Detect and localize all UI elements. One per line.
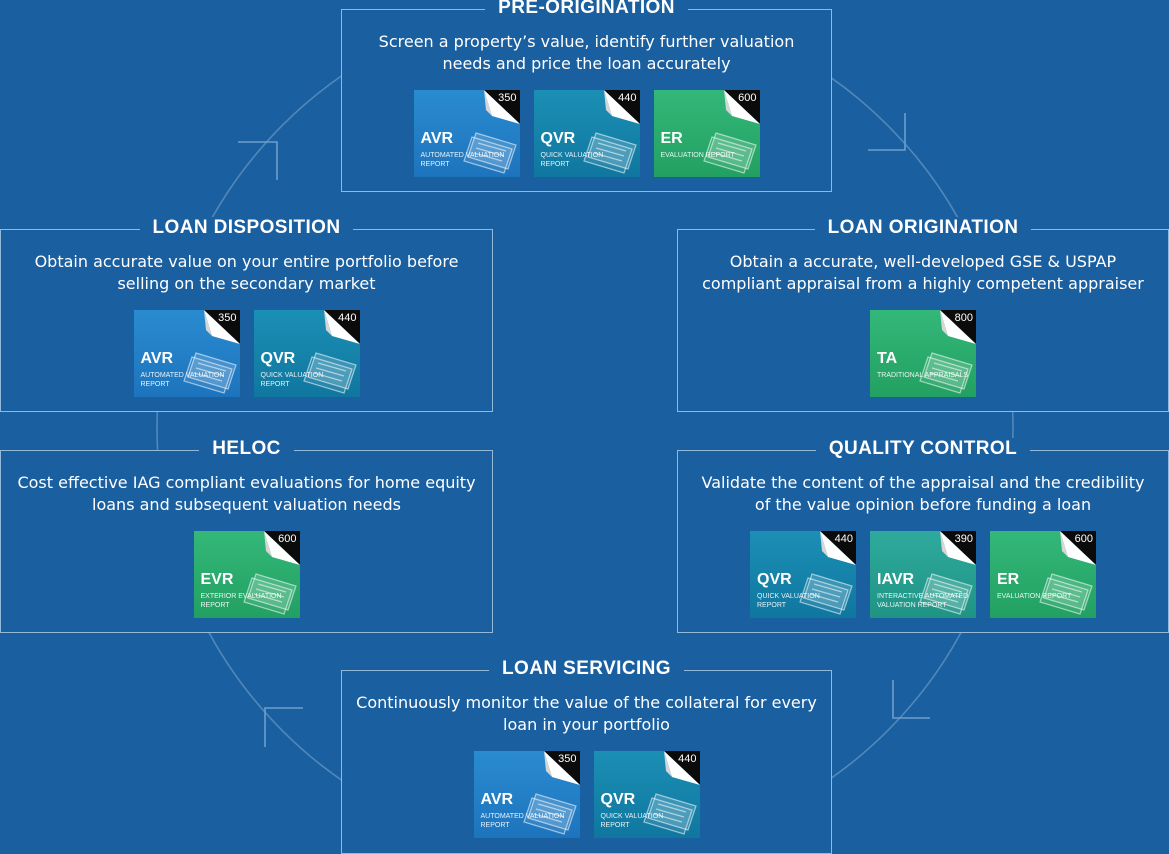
stage-loan-servicing: LOAN SERVICING Continuously monitor the … (341, 658, 832, 854)
product-code: AVR (420, 130, 454, 147)
stage-description: Cost effective IAG compliant evaluations… (17, 473, 476, 514)
product-name: EXTERIOR EVALUATION REPORT (200, 593, 282, 609)
folded-corner-icon (483, 90, 520, 124)
product-name: QUICK VALUATION REPORT (260, 372, 324, 388)
arrow-top-right-icon (868, 113, 906, 151)
stage-description: Continuously monitor the value of the co… (356, 693, 817, 734)
document-stack-icon (919, 573, 973, 615)
stage-description: Screen a property’s value, identify furt… (378, 32, 795, 73)
arrow-bottom-left-icon (264, 707, 303, 747)
product-price: 390 (954, 533, 973, 545)
folded-corner-icon (723, 90, 760, 124)
arrow-top-left-icon (238, 141, 278, 180)
folded-corner-icon (603, 90, 640, 124)
product-name: QUICK VALUATION REPORT (757, 593, 820, 609)
folded-corner-icon (203, 310, 240, 344)
folded-corner-icon (940, 310, 976, 344)
folded-corner-icon (263, 531, 300, 565)
product-price: 800 (954, 312, 973, 324)
product-price: 600 (738, 92, 757, 104)
product-code: QVR (260, 350, 296, 367)
product-price: 600 (1074, 533, 1093, 545)
document-stack-icon (302, 352, 357, 394)
document-stack-icon (642, 793, 697, 835)
product-name: AUTOMATED VALUATION REPORT (420, 152, 505, 168)
product-name: TRADITIONAL APPRAISALS (877, 372, 969, 379)
folded-corner-icon (543, 751, 580, 785)
document-stack-icon (582, 132, 637, 174)
document-stack-icon (799, 573, 853, 615)
product-code: QVR (757, 571, 792, 588)
stage-loan-origination: LOAN ORIGINATION Obtain a accurate, well… (677, 217, 1169, 412)
product-code: QVR (540, 130, 576, 147)
product-name: EVALUATION REPORT (997, 593, 1072, 600)
product-name: QUICK VALUATION REPORT (540, 152, 604, 168)
product-code: ER (997, 571, 1020, 588)
product-name: AUTOMATED VALUATION REPORT (480, 813, 565, 829)
document-stack-icon (462, 132, 517, 174)
product-price: 440 (678, 753, 697, 765)
product-price: 350 (498, 92, 517, 104)
product-code: AVR (480, 791, 514, 808)
product-code: AVR (140, 350, 174, 367)
product-price: 350 (218, 312, 237, 324)
product-code: IAVR (877, 571, 915, 588)
arrow-bottom-right-icon (892, 680, 930, 719)
product-price: 440 (834, 533, 853, 545)
document-stack-icon (702, 132, 757, 174)
product-name: QUICK VALUATION REPORT (600, 813, 664, 829)
document-stack-icon (522, 793, 577, 835)
product-price: 440 (618, 92, 637, 104)
document-stack-icon (919, 352, 973, 394)
folded-corner-icon (940, 531, 976, 565)
product-price: 350 (558, 753, 577, 765)
stage-description: Validate the content of the appraisal an… (701, 473, 1145, 514)
stage-description: Obtain accurate value on your entire por… (34, 252, 459, 293)
stage-description: Obtain a accurate, well-developed GSE & … (702, 252, 1144, 293)
document-stack-icon (1039, 573, 1093, 615)
product-name: INTERACTIVE AUTOMATED VALUATION REPORT (877, 593, 969, 609)
stage-heloc: HELOC Cost effective IAG compliant evalu… (0, 438, 493, 633)
document-stack-icon (182, 352, 237, 394)
folded-corner-icon (663, 751, 700, 785)
stage-pre-origination: PRE-ORIGINATION Screen a property’s valu… (341, 0, 832, 192)
product-code: EVR (200, 571, 234, 588)
product-code: ER (660, 130, 683, 147)
stage-quality-control: QUALITY CONTROL Validate the content of … (677, 438, 1169, 633)
product-code: QVR (600, 791, 636, 808)
folded-corner-icon (820, 531, 856, 565)
folded-corner-icon (323, 310, 360, 344)
product-price: 600 (278, 533, 297, 545)
product-name: AUTOMATED VALUATION REPORT (140, 372, 225, 388)
product-code: TA (877, 350, 898, 367)
product-name: EVALUATION REPORT (660, 152, 735, 159)
product-price: 440 (338, 312, 357, 324)
document-stack-icon (242, 573, 297, 615)
stage-loan-disposition: LOAN DISPOSITION Obtain accurate value o… (0, 217, 493, 412)
folded-corner-icon (1060, 531, 1096, 565)
